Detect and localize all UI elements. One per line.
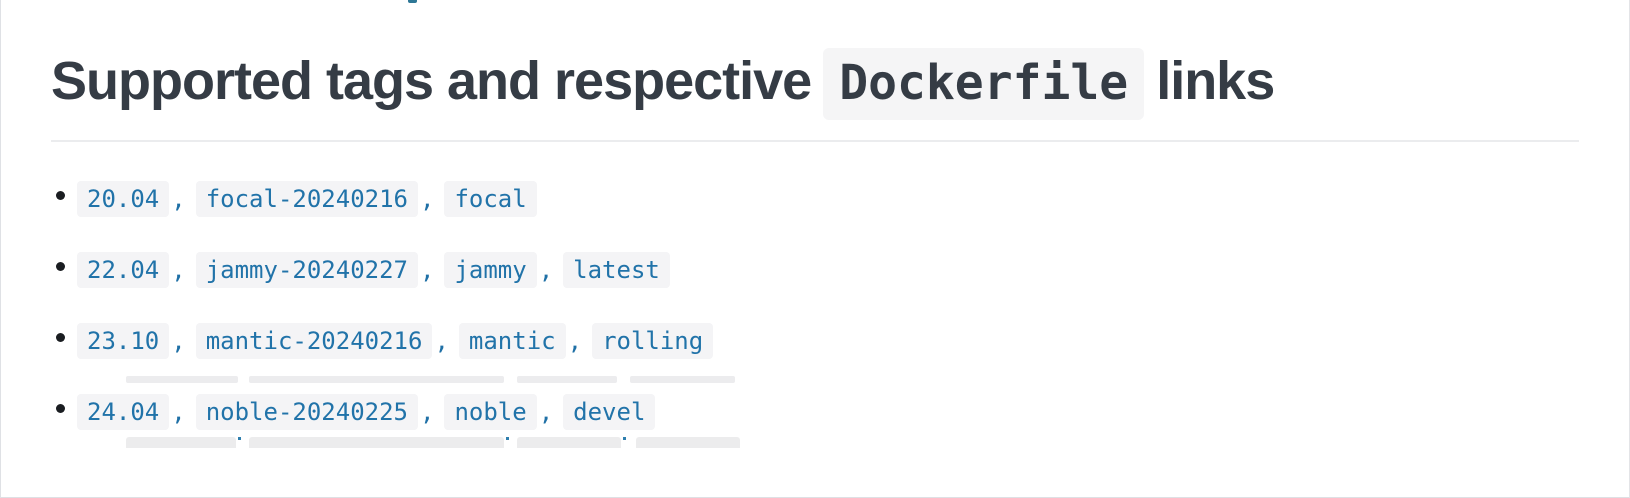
title-divider (51, 140, 1579, 142)
clipped-code-span (517, 376, 617, 383)
separator: , (171, 327, 186, 355)
tag-link[interactable]: noble-20240225 (195, 394, 418, 430)
clipped-row-fragment (1, 376, 1629, 383)
separator: , (567, 327, 583, 355)
tag-link[interactable]: focal-20240216 (195, 181, 418, 217)
tag-link[interactable]: 23.10 (77, 323, 170, 359)
clipped-glyph-fragment (623, 437, 626, 440)
tag-link[interactable]: 20.04 (77, 181, 170, 217)
tag-link[interactable]: devel (563, 394, 656, 430)
separator: , (171, 256, 186, 284)
tag-link[interactable]: 22.04 (77, 252, 170, 288)
clipped-code-span (249, 376, 504, 383)
tag-list-item: 23.10,mantic-20240216,mantic,rolling (56, 322, 1629, 360)
tag-link[interactable]: focal (444, 181, 537, 217)
clipped-glyph-fragment (506, 437, 509, 440)
separator: , (538, 256, 554, 284)
clipped-code-span (636, 437, 740, 448)
separator: , (420, 185, 435, 213)
tag-link[interactable]: latest (563, 252, 670, 288)
clipped-code-span (517, 437, 621, 448)
tag-link[interactable]: mantic-20240216 (195, 323, 433, 359)
dockerfile-code-span: Dockerfile (823, 48, 1145, 120)
separator: , (420, 256, 435, 284)
tag-list-item: 24.04,noble-20240225,noble,devel (56, 393, 1629, 431)
tag-list: 20.04,focal-20240216,focal 22.04,jammy-2… (1, 142, 1629, 431)
clipped-content-fragment (408, 0, 417, 3)
separator: , (420, 398, 435, 426)
clipped-code-span (126, 376, 238, 383)
separator: , (434, 327, 449, 355)
clipped-row-fragment (1, 437, 1629, 448)
clipped-code-span (630, 376, 735, 383)
tag-link[interactable]: mantic (458, 323, 566, 359)
tag-link[interactable]: jammy (444, 252, 537, 288)
tag-link[interactable]: 24.04 (77, 394, 170, 430)
separator: , (538, 398, 554, 426)
clipped-code-span (126, 437, 236, 448)
separator: , (171, 398, 186, 426)
clipped-glyph-fragment (238, 437, 241, 440)
tag-link[interactable]: noble (444, 394, 537, 430)
separator: , (171, 185, 186, 213)
tag-list-item: 22.04,jammy-20240227,jammy,latest (56, 251, 1629, 289)
tag-link[interactable]: rolling (592, 323, 714, 359)
tag-list-item: 20.04,focal-20240216,focal (56, 180, 1629, 218)
tag-link[interactable]: jammy-20240227 (195, 252, 418, 288)
section-title-prefix: Supported tags and respective (51, 51, 812, 111)
section-title-suffix: links (1156, 51, 1275, 111)
clipped-code-span (249, 437, 504, 448)
